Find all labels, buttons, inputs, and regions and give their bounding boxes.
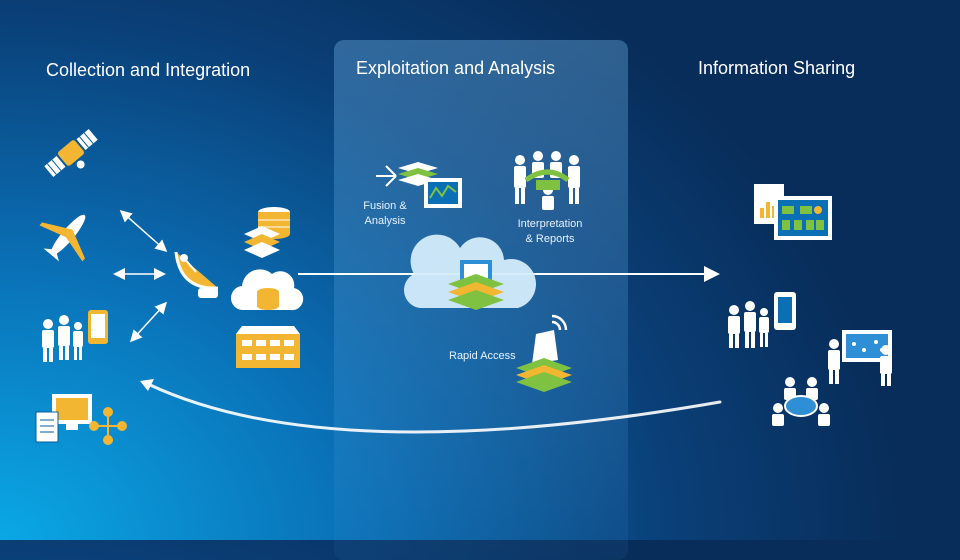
interpretation-label: Interpretation & Reports	[500, 217, 600, 247]
column-heading-collection: Collection and Integration	[46, 60, 251, 80]
central-cloud-icon	[404, 234, 536, 310]
feedback-arrowhead	[140, 379, 154, 391]
column-heading-exploitation: Exploitation and Analysis	[356, 58, 556, 78]
column-heading-sharing: Information Sharing	[698, 58, 856, 78]
server-rack-icon	[236, 326, 300, 368]
mobile-users-icon	[728, 292, 796, 348]
database-stack-icon	[244, 207, 290, 258]
interpretation-label-line1: Interpretation	[517, 218, 583, 230]
reports-dashboard-icon	[754, 184, 832, 240]
interpretation-reports-icon	[514, 151, 580, 210]
fusion-label: Fusion & Analysis	[350, 199, 420, 229]
fusion-analysis-icon	[376, 162, 462, 208]
satellite-dish-icon	[174, 251, 219, 298]
people-mobile-icon	[42, 310, 108, 362]
rapid-access-label: Rapid Access	[449, 350, 516, 362]
airplane-icon	[39, 214, 86, 262]
feedback-curve	[146, 382, 722, 434]
interpretation-label-line2: & Reports	[525, 233, 575, 245]
workstation-icon	[35, 394, 127, 445]
cloud-database-icon	[230, 269, 304, 311]
fusion-label-line2: Analysis	[364, 215, 406, 227]
fusion-label-line1: Fusion &	[363, 200, 407, 212]
arrow-mobile-link	[129, 301, 168, 343]
arrow-airplane-link	[119, 210, 168, 252]
satellite-icon	[44, 128, 98, 178]
presentation-icon	[828, 330, 892, 386]
rapid-access-icon	[516, 314, 572, 392]
meeting-icon	[772, 377, 830, 426]
